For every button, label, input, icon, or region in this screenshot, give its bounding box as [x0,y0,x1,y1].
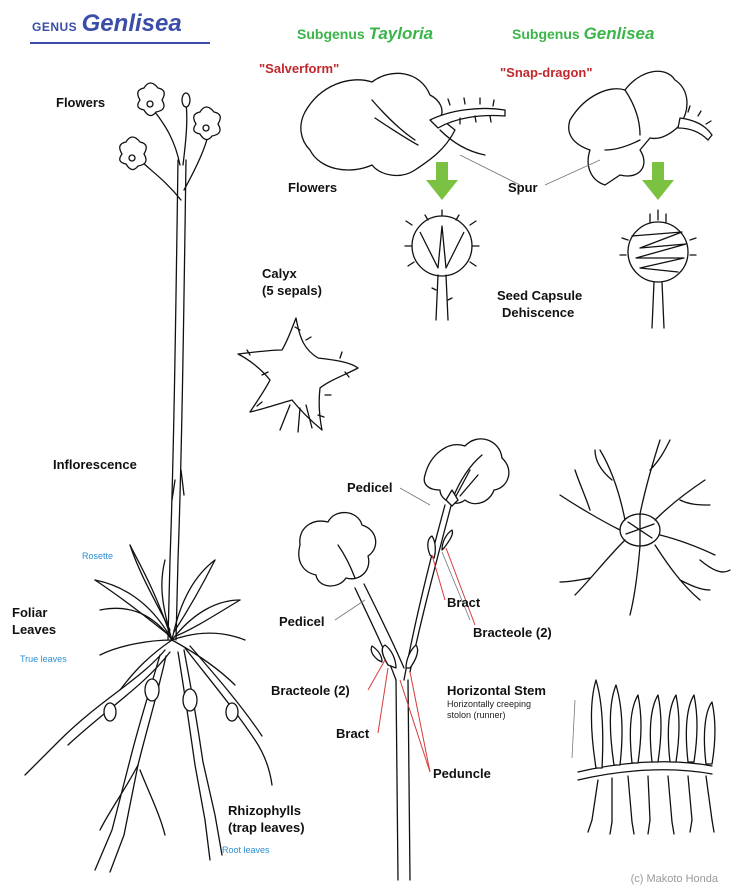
label-pedicel: Pedicel [279,614,325,630]
label-dehiscence: Dehiscence [502,305,574,321]
subgenus-prefix: Subgenus [297,26,365,42]
label-rhizophylls: Rhizophylls [228,803,301,819]
label-calyx: Calyx [262,266,297,282]
rosette-top-view-drawing [560,440,730,615]
subgenus-name: Tayloria [369,24,434,43]
label-bracteole: Bracteole (2) [271,683,350,699]
label-seed-capsule: Seed Capsule [497,288,582,304]
label-leaves: Leaves [12,622,56,638]
note-horizontal-stem: stolon (runner) [447,710,506,721]
title-underline [30,42,210,44]
title-genus-name: Genlisea [82,10,182,37]
label-horizontal-stem: Horizontal Stem [447,683,546,699]
flower-stalk-drawing [299,439,509,880]
label-bract: Bract [447,595,480,611]
flower-form-snapdragon: "Snap-dragon" [500,65,593,80]
title-genus-prefix: GENUS [32,20,77,34]
snapdragon-flower-drawing [569,71,712,185]
subgenus-name: Genlisea [584,24,655,43]
label-peduncle: Peduncle [433,766,491,782]
page-title: GENUS Genlisea [32,10,182,38]
calyx-drawing [238,318,358,432]
note-rosette: Rosette [82,551,113,561]
whole-plant-drawing [25,83,272,872]
label-trap-leaves: (trap leaves) [228,820,305,836]
note-root-leaves: Root leaves [222,845,270,855]
note-true-leaves: True leaves [20,654,67,664]
salverform-flower-drawing [301,73,505,175]
label-spur: Spur [508,180,538,196]
label-pedicel: Pedicel [347,480,393,496]
label-bracteole: Bracteole (2) [473,625,552,641]
label-flowers: Flowers [288,180,337,196]
subgenus-genlisea-heading: Subgenus Genlisea [512,24,654,44]
label-calyx-sepals: (5 sepals) [262,283,322,299]
note-horizontal-stem: Horizontally creeping [447,699,531,710]
label-inflorescence: Inflorescence [53,457,137,473]
flower-form-salverform: "Salverform" [259,61,339,76]
horizontal-stem-drawing [578,680,715,834]
subgenus-tayloria-heading: Subgenus Tayloria [297,24,433,44]
subgenus-prefix: Subgenus [512,26,580,42]
copyright-notice: (c) Makoto Honda [631,873,718,885]
label-flowers: Flowers [56,95,105,111]
label-foliar: Foliar [12,605,47,621]
label-bract: Bract [336,726,369,742]
